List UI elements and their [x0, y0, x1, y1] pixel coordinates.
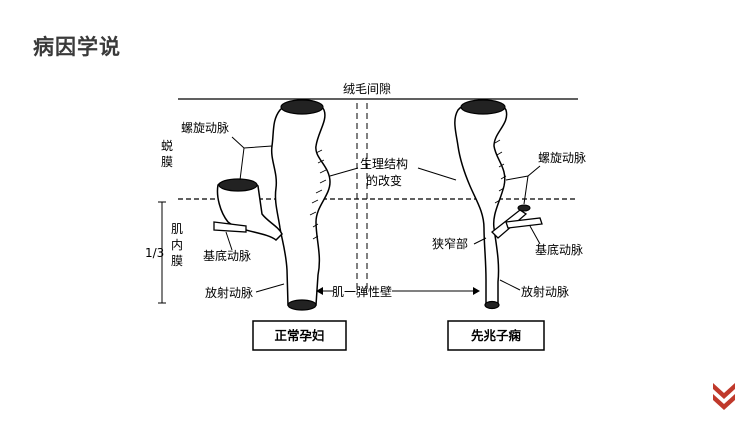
normal-radial-artery-label: 放射动脉 [205, 285, 253, 300]
preeclampsia-artery-top-opening [460, 99, 506, 115]
normal-radial-leader [255, 283, 285, 293]
normal-caption-box [252, 320, 347, 351]
myometrium-label-char1: 肌 [171, 222, 183, 236]
normal-spiral-leader-2 [239, 147, 245, 181]
preeclampsia-narrow-leader [473, 237, 487, 245]
wall-arrowhead-right [473, 287, 480, 295]
preeclampsia-branch-opening [517, 204, 531, 212]
structural-change-label-line1: 生理结构 [360, 156, 408, 171]
normal-basal-leader [225, 231, 233, 251]
myometrium-label-char3: 膜 [171, 254, 183, 268]
wall-arrowhead-left [316, 287, 323, 295]
double-chevron-down-icon[interactable] [710, 380, 738, 414]
intervillous-space-label: 绒毛间隙 [343, 82, 391, 96]
decidua-label-char1: 蜕 [161, 139, 173, 153]
structural-change-label-line2: 的改变 [366, 173, 402, 188]
normal-basal-artery-label: 基底动脉 [203, 248, 251, 263]
decidua-label-char2: 膜 [161, 155, 173, 169]
normal-spiral-leader [231, 136, 273, 149]
normal-spiral-artery-shape [270, 99, 331, 306]
preeclampsia-radial-leader [499, 279, 521, 291]
normal-artery-bottom-opening [287, 299, 317, 311]
preeclampsia-caption-box [447, 320, 545, 351]
preeclampsia-spiral-leader-2 [523, 175, 529, 205]
preeclampsia-spiral-artery-label: 螺旋动脉 [538, 150, 586, 165]
normal-basal-artery-shape [213, 221, 247, 233]
myometrium-label-char2: 内 [171, 238, 183, 252]
normal-caption-label: 正常孕妇 [274, 328, 324, 343]
preeclampsia-basal-artery-label: 基底动脉 [535, 242, 583, 257]
musculo-elastic-wall-label: 肌一弹性壁 [332, 284, 392, 299]
preeclampsia-radial-artery-label: 放射动脉 [521, 284, 569, 299]
preeclampsia-artery-hatching [494, 139, 507, 204]
preeclampsia-spiral-artery-shape [454, 100, 508, 306]
slide-title: 病因学说 [33, 35, 121, 59]
normal-spiral-artery-label: 螺旋动脉 [181, 120, 229, 135]
preeclampsia-narrow-part-label: 狭窄部 [432, 236, 468, 251]
structural-change-leader-left [329, 167, 359, 177]
preeclampsia-caption-label: 先兆子痫 [471, 328, 522, 343]
preeclampsia-spiral-leader [505, 165, 541, 181]
normal-branch-opening [218, 178, 258, 192]
preeclampsia-basal-artery-shape [505, 217, 543, 229]
normal-artery-top-opening [280, 99, 324, 115]
preeclampsia-basal-leader [529, 225, 541, 245]
normal-artery-hatching [309, 149, 327, 240]
structural-change-leader-right [417, 167, 457, 181]
preeclampsia-artery-bottom-opening [484, 300, 500, 310]
one-third-label: 1/3 [145, 246, 164, 260]
